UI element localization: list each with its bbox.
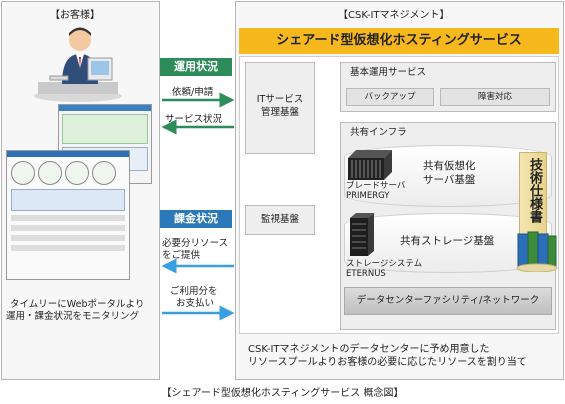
service-status-label: サービス状況 (165, 114, 223, 125)
facility-label: データセンターファシリティ/ネットワーク (356, 295, 540, 306)
provider-note-line2: リソースプールよりお客様の必要に応じたリソースを割り当て (248, 357, 527, 368)
it-service-line2: 管理基盤 (260, 107, 299, 118)
server-label-line1: 共有仮想化 (423, 160, 476, 172)
storage-system-icon (350, 213, 374, 256)
blade-server-icon (348, 150, 392, 180)
customer-header: 【お客様】 (50, 10, 100, 21)
service-banner (239, 28, 559, 54)
portal-screenshot-front (6, 150, 130, 280)
basic-ops-title: 基本運用サービス (350, 67, 427, 78)
customer-caption-line2: 運用・課金状況をモニタリング (6, 311, 140, 322)
incident-label: 障害対応 (477, 92, 512, 102)
ops-status-badge: 運用状況 (160, 58, 232, 76)
resource-label-line1: 必要分リソース (162, 238, 229, 249)
backup-label: バックアップ (364, 92, 416, 102)
payment-label-line1: ご利用分を (170, 286, 218, 297)
storage-cylinder (344, 213, 552, 273)
facility-bar: データセンターファシリティ/ネットワーク (344, 287, 552, 315)
incident-box: 障害対応 (440, 88, 550, 106)
payment-label-line2: お支払い (176, 298, 215, 309)
figure-caption: 【シェアード型仮想化ホスティングサービス 概念図】 (161, 388, 404, 399)
server-label-line2: サーバ基盤 (423, 174, 476, 186)
storage-base-label: 共有ストレージ基盤 (400, 235, 495, 247)
resource-label-line2: をご提供 (162, 250, 201, 261)
backup-box: バックアップ (346, 88, 434, 106)
customer-caption-line1: タイムリーにWebポータルより (10, 299, 145, 310)
document-binders-icon (516, 231, 558, 272)
it-service-line1: ITサービス (256, 94, 304, 105)
tech-spec-label: 技術仕様書 (527, 158, 542, 223)
blade-server-label-line2: PRIMERGY (346, 191, 390, 201)
monitor-label: 監視基盤 (260, 214, 299, 225)
it-service-management-box: ITサービス 管理基盤 (245, 62, 315, 154)
storage-system-label-line2: ETERNUS (346, 269, 386, 279)
customer-person-illustration (34, 27, 122, 102)
service-banner-title: シェアード型仮想化ホスティングサービス (276, 33, 522, 48)
billing-status-badge: 課金状況 (160, 210, 232, 228)
storage-system-label-line1: ストレージシステム (346, 259, 423, 269)
monitor-box: 監視基盤 (245, 205, 315, 235)
blade-server-label-line1: ブレードサーバ (346, 181, 406, 191)
provider-note-line1: CSK-ITマネジメントのデータセンターに予め用意した (248, 344, 490, 355)
provider-header: 【CSK-ITマネジメント】 (338, 10, 450, 21)
request-label: 依頼/申請 (172, 87, 214, 98)
shared-infra-title: 共有インフラ (350, 127, 407, 138)
